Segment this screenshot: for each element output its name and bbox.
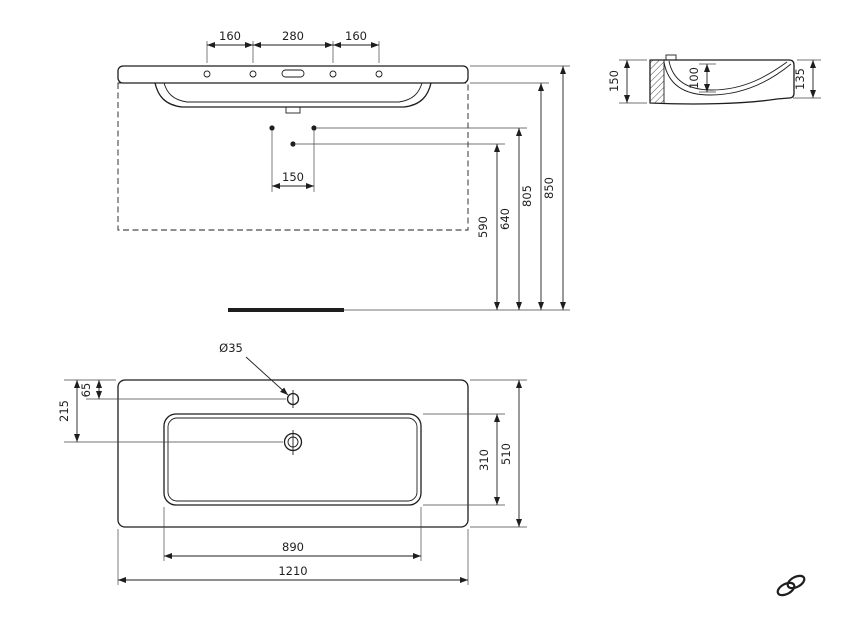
- tap-hole-mark: [375, 70, 383, 78]
- dim-label-65: 65: [79, 383, 93, 398]
- dim-label-tap-diameter: Ø35: [219, 341, 243, 355]
- dim-label-tap-center: 280: [282, 29, 304, 43]
- waste-outlet-stub: [285, 106, 301, 114]
- fixing-hole-right: [311, 125, 317, 131]
- plan-view: Ø35 215 65 310 510 890 1210: [57, 341, 527, 585]
- dim-label-805: 805: [520, 185, 534, 207]
- dim-label-100: 100: [687, 67, 701, 89]
- dim-label-590: 590: [476, 216, 490, 238]
- bowl-inner-edge-plan: [167, 417, 418, 502]
- logo-link-left: [776, 581, 796, 597]
- dim-label-fixing-spacing: 150: [282, 170, 304, 184]
- outlet-point: [290, 141, 296, 147]
- side-bowl-line-inner: [668, 60, 788, 91]
- logo-link-right: [786, 574, 806, 590]
- dim-label-640: 640: [498, 208, 512, 230]
- basin-rim-front: [117, 65, 469, 84]
- dim-label-tap-right: 160: [345, 29, 367, 43]
- dim-label-510: 510: [499, 443, 513, 465]
- dim-label-150: 150: [607, 70, 621, 92]
- side-view: 150 100 135: [607, 54, 821, 105]
- dim-label-tap-left: 160: [219, 29, 241, 43]
- dim-label-215: 215: [57, 400, 71, 422]
- dim-label-850: 850: [542, 177, 556, 199]
- section-hatch-area: [650, 60, 664, 103]
- bowl-outline-plan: [163, 413, 422, 506]
- front-extension-lines: [206, 41, 570, 311]
- front-view: 160 280 160 150 590 640 805 850: [117, 29, 570, 312]
- side-bowl-line-outer: [663, 61, 792, 96]
- dim-label-135: 135: [793, 68, 807, 90]
- tap-hole-mark: [203, 70, 211, 78]
- leader-tap-hole-diameter: [245, 356, 289, 396]
- bowl-inner-line-front: [163, 82, 423, 103]
- tap-hole-mark: [329, 70, 337, 78]
- dim-label-310: 310: [477, 449, 491, 471]
- brand-logo-icon: [776, 574, 806, 597]
- bowl-outline-front: [154, 82, 432, 108]
- overflow-slot: [281, 69, 305, 78]
- plan-extension-lines: [64, 379, 527, 585]
- installation-zone-dashed: [117, 82, 469, 231]
- side-tap-hole: [665, 54, 677, 61]
- tap-hole-mark: [249, 70, 257, 78]
- side-profile-outline: [649, 59, 795, 105]
- dim-label-890: 890: [282, 540, 304, 554]
- basin-outline-plan: [117, 379, 469, 528]
- side-extension-lines: [619, 59, 821, 104]
- fixing-hole-left: [269, 125, 275, 131]
- dim-label-1210: 1210: [278, 564, 307, 578]
